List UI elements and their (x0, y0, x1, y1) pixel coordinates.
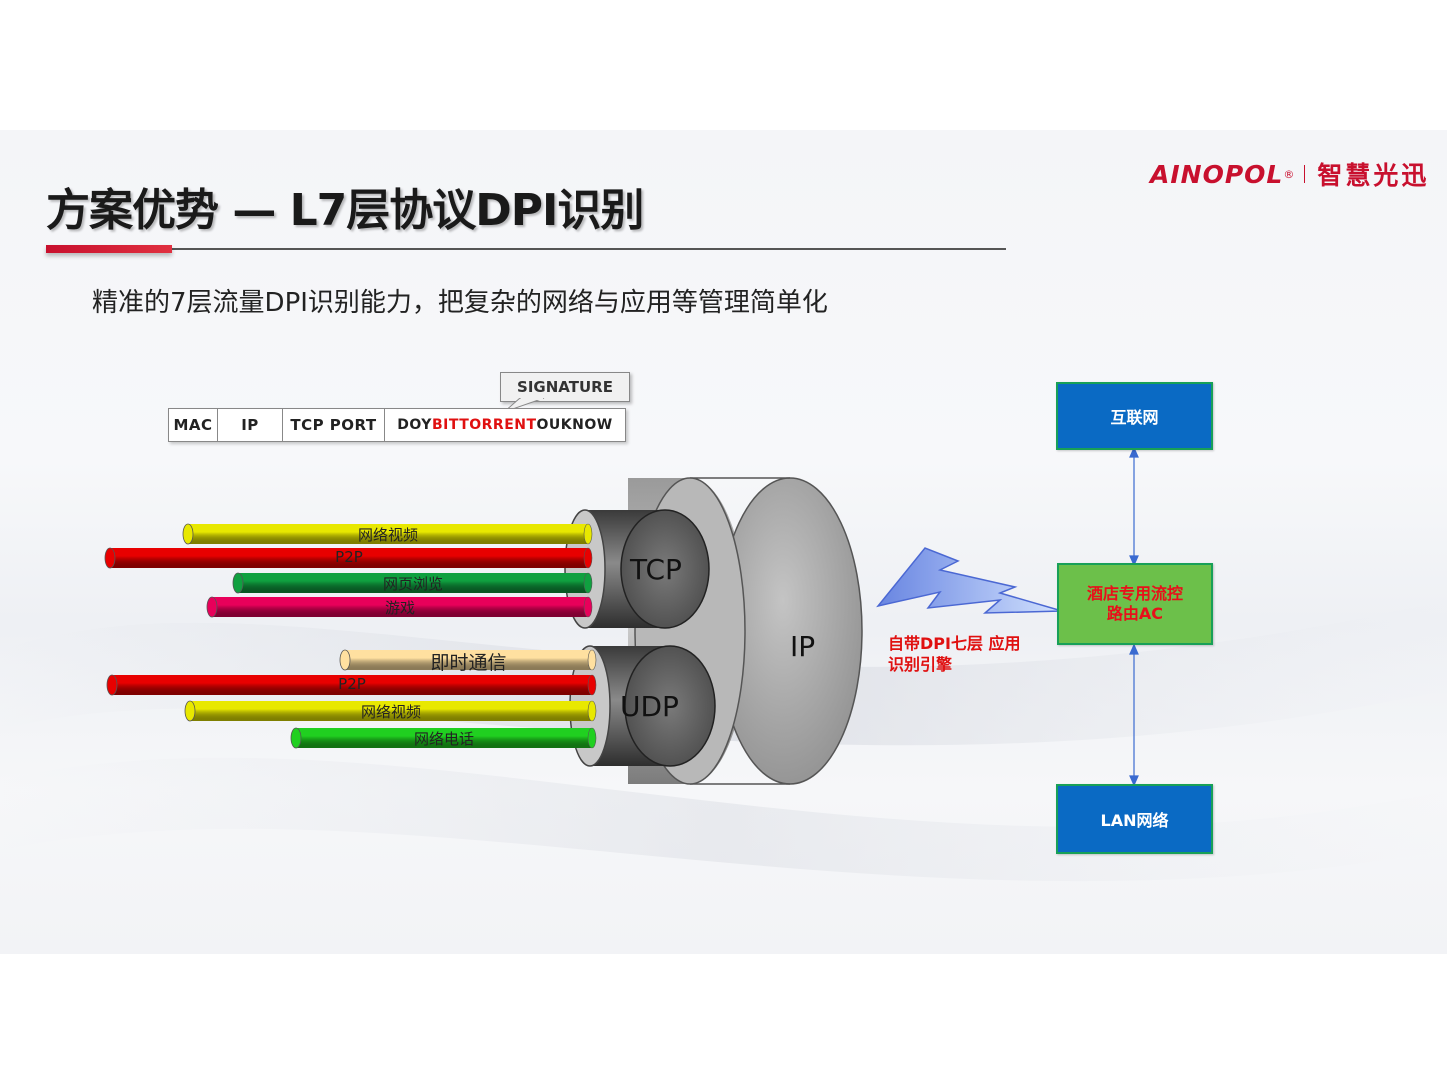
label-ip: IP (790, 630, 816, 663)
tcp-fiber-1 (104, 547, 593, 569)
tcp-fiber-label-0: 网络视频 (357, 526, 418, 544)
tcp-fiber-2 (232, 572, 593, 594)
tcp-fiber-3 (206, 596, 593, 618)
udp-tube (569, 645, 716, 767)
payload-signature: BITTORRENT (431, 417, 537, 433)
internet-box: 互联网 (1056, 382, 1213, 450)
page-title: 方案优势 — L7层协议DPI识别 (46, 185, 644, 236)
logo-chinese-text: 智慧光迅 (1317, 161, 1430, 190)
udp-fiber-1 (106, 674, 597, 696)
label-tcp: TCP (630, 553, 682, 586)
engine-label-line1: 自带DPI七层 应用 (888, 634, 1021, 653)
packet-field-tcp-port: TCP PORT (283, 409, 385, 441)
brand-logo: AINOPOL ® 智慧光迅 (1150, 156, 1429, 192)
udp-fiber-label-1: P2P (338, 675, 366, 693)
fiber-bundle (104, 523, 597, 749)
internet-label: 互联网 (1110, 408, 1159, 427)
payload-prefix: DOY (397, 417, 432, 433)
udp-fiber-label-3: 网络电话 (413, 730, 474, 748)
engine-label-line2: 识别引擎 (888, 655, 953, 674)
dpi-signal-bolt (876, 547, 1063, 614)
logo-brand-text: AINOPOL (1150, 159, 1284, 189)
tcp-fiber-label-1: P2P (335, 548, 363, 566)
link-router-lan (1129, 643, 1139, 787)
label-udp: UDP (620, 690, 679, 723)
router-label-line1: 酒店专用流控 (1086, 584, 1183, 603)
slide: 方案优势 — L7层协议DPI识别 精准的7层流量DPI识别能力，把复杂的网络与… (0, 130, 1447, 954)
tcp-fiber-0 (182, 523, 593, 545)
logo-registered-mark: ® (1283, 167, 1295, 181)
udp-fiber-0 (339, 649, 597, 671)
tcp-fiber-label-3: 游戏 (384, 599, 415, 617)
packet-header: MAC IP TCP PORT DOYBITTORRENTOUKNOW (168, 408, 626, 442)
title-accent-bar (46, 245, 172, 253)
payload-suffix: OUKNOW (536, 417, 613, 433)
router-label-line2: 路由AC (1106, 604, 1164, 623)
udp-fiber-3 (290, 727, 597, 749)
packet-payload: DOYBITTORRENTOUKNOW (385, 409, 625, 441)
router-ac-box: 酒店专用流控路由AC (1057, 563, 1213, 645)
lan-box: LAN网络 (1056, 784, 1213, 854)
link-internet-router (1129, 446, 1139, 567)
tcp-fiber-label-2: 网页浏览 (382, 575, 443, 593)
lan-label: LAN网络 (1100, 811, 1169, 830)
dpi-engine-label: 自带DPI七层 应用识别引擎 (888, 633, 1038, 675)
signature-callout: SIGNATURE (500, 372, 630, 402)
title-divider (46, 248, 1006, 250)
udp-fiber-2 (184, 700, 597, 722)
packet-field-mac: MAC (169, 409, 218, 441)
page-subtitle: 精准的7层流量DPI识别能力，把复杂的网络与应用等管理简单化 (92, 288, 828, 318)
udp-fiber-label-0: 即时通信 (430, 652, 507, 674)
logo-separator (1304, 165, 1306, 183)
udp-fiber-label-2: 网络视频 (360, 703, 421, 721)
packet-field-ip: IP (218, 409, 283, 441)
protocol-cable-diagram (104, 446, 1139, 787)
